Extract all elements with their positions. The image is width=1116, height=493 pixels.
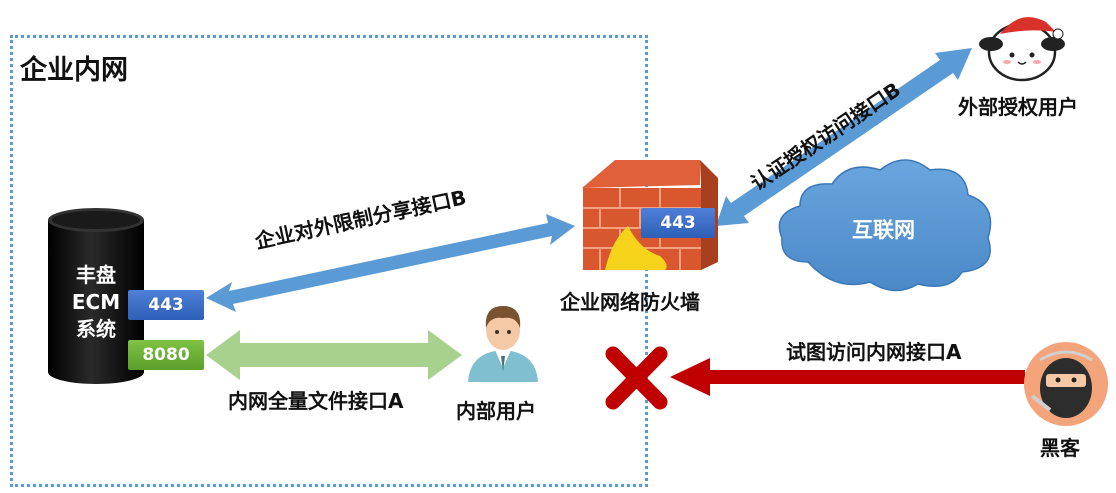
server-label-line2: ECM bbox=[71, 290, 121, 314]
server-label-line1: 丰盘 bbox=[76, 263, 116, 287]
intranet-zone-title: 企业内网 bbox=[20, 55, 128, 86]
server-port-8080: 8080 bbox=[128, 340, 204, 370]
full-file-arrow bbox=[206, 330, 462, 380]
blocked-x-icon bbox=[605, 346, 668, 410]
firewall-port-443: 443 bbox=[641, 208, 715, 238]
intrusion-attempt-label: 试图访问内网接口A bbox=[786, 340, 962, 364]
full-file-label: 内网全量文件接口A bbox=[228, 389, 404, 413]
server-label-line3: 系统 bbox=[76, 317, 116, 341]
server-port-443: 443 bbox=[128, 290, 204, 320]
firewall-icon bbox=[582, 160, 718, 270]
internet-label: 互联网 bbox=[852, 218, 915, 242]
firewall-label: 企业网络防火墙 bbox=[560, 290, 700, 314]
auth-access-arrow bbox=[716, 48, 972, 226]
internet-cloud-icon bbox=[778, 159, 992, 292]
external-user-avatar-icon bbox=[979, 17, 1065, 82]
server-label: 丰盘 ECM 系统 bbox=[48, 262, 144, 343]
internal-user-avatar-icon bbox=[468, 306, 538, 382]
server-cylinder-icon bbox=[48, 208, 144, 384]
hacker-label: 黑客 bbox=[1040, 436, 1080, 460]
internal-user-label: 内部用户 bbox=[456, 399, 536, 423]
restricted-share-arrow bbox=[206, 214, 575, 312]
intrusion-arrow bbox=[670, 358, 1025, 396]
hacker-avatar-icon bbox=[1024, 342, 1108, 426]
external-user-label: 外部授权用户 bbox=[958, 95, 1078, 119]
